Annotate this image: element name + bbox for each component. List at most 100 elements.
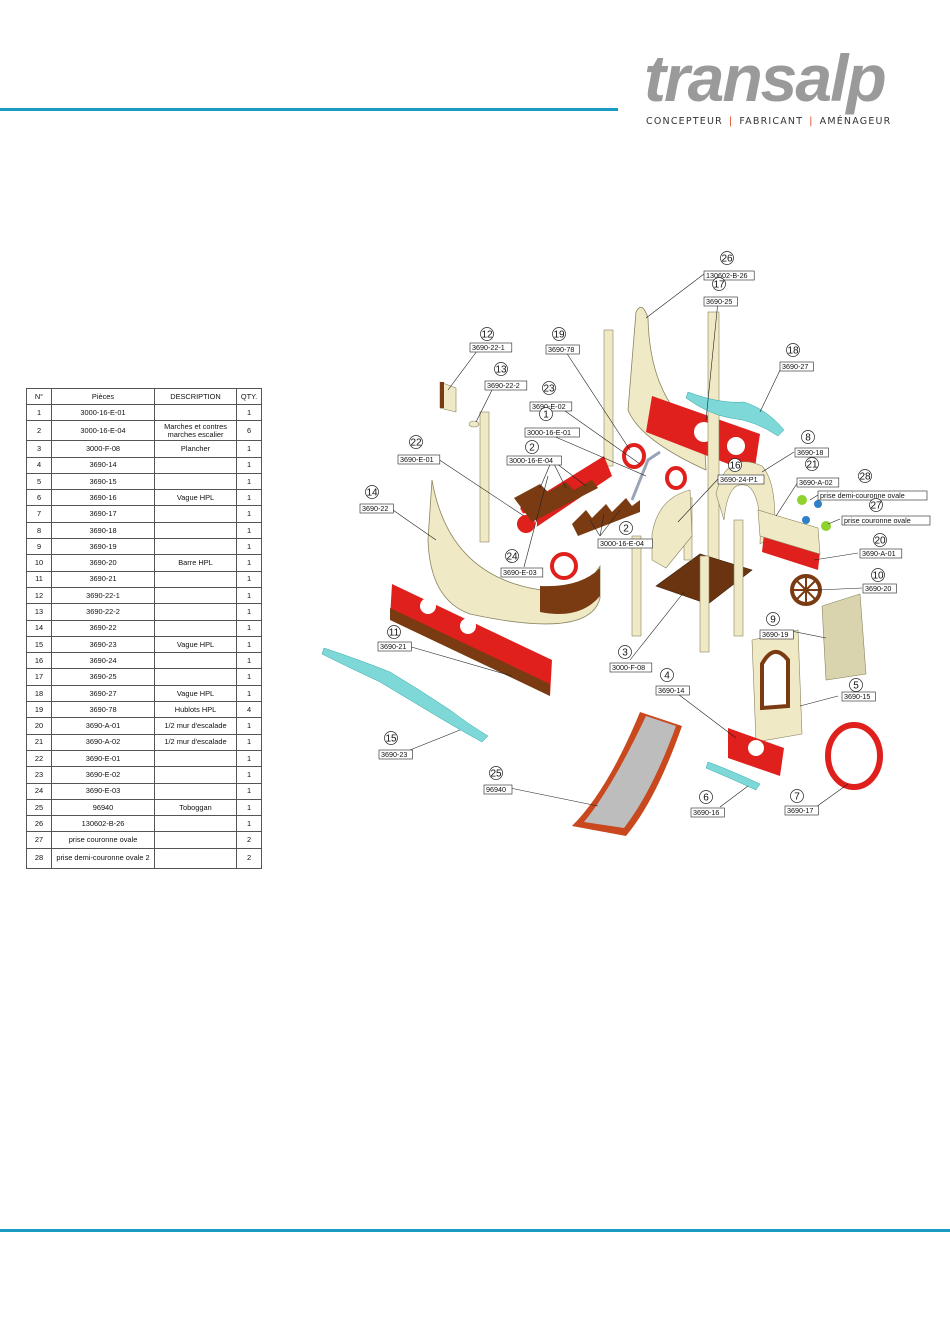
callout-label: 3690-E-01 [400, 455, 434, 464]
callout-circle [552, 327, 566, 341]
callout-label: 3690-18 [797, 448, 823, 457]
callout-label-box [359, 503, 394, 514]
callout-label-box [794, 447, 829, 458]
callout-circle [618, 645, 632, 659]
callout-number: 16 [729, 460, 741, 471]
part-24-porthole [550, 552, 578, 580]
part-12-stripe [440, 382, 444, 408]
tower-post [631, 535, 642, 637]
post-12 [479, 411, 490, 543]
header-rule [0, 108, 618, 111]
cell-piece: prise couronne ovale [51, 831, 155, 849]
part-4-cutout [748, 740, 764, 756]
callout-label-box [703, 270, 755, 281]
callout-number: 4 [664, 670, 670, 681]
callout-label-box [717, 474, 765, 485]
callout-number: 17 [713, 279, 725, 290]
callout-label: 3690-15 [844, 692, 870, 701]
callout: 8 3690-18 [794, 430, 829, 458]
part-25-slide-bed [584, 716, 676, 828]
cell-qty: 1 [236, 403, 262, 422]
callout-label: 3690-27 [782, 362, 808, 371]
brand-logo: transalp CONCEPTEUR|FABRICANT|AMÉNAGEUR [640, 40, 910, 130]
callout-label-box [524, 427, 580, 438]
callout-label: 3690-23 [381, 750, 407, 759]
cell-qty: 1 [236, 749, 262, 768]
callout-label: 96940 [486, 785, 506, 794]
callout-circle [720, 251, 734, 265]
callout-label-box [655, 685, 690, 696]
callout-circle [480, 327, 494, 341]
callout-number: 6 [703, 792, 709, 803]
callout-number: 5 [853, 680, 859, 691]
callout-circle [849, 678, 863, 692]
callout-number: 18 [787, 345, 799, 356]
cell-piece: prise demi-couronne ovale 2 [51, 847, 155, 869]
tagline-separator: | [728, 116, 734, 127]
callout-number: 8 [805, 432, 811, 443]
callout-circle [409, 435, 423, 449]
callout-label-box [779, 361, 814, 372]
callout-label: prise couronne ovale [844, 516, 911, 525]
callout: 6 3690-16 [690, 790, 725, 818]
part-17-cutout [727, 437, 745, 455]
callout-circle [660, 668, 674, 682]
part-21-climbing-wall [757, 509, 821, 555]
post-left [603, 329, 614, 467]
callout-label: 3690-22-2 [487, 381, 520, 390]
callout-circle [801, 430, 815, 444]
logo-tagline: CONCEPTEUR|FABRICANT|AMÉNAGEUR [646, 116, 891, 127]
callout-circle [871, 568, 885, 582]
callout-label: 3690-22 [362, 504, 388, 513]
post-center [707, 311, 720, 573]
callout-number: 14 [366, 487, 378, 498]
callout-label: 3690-21 [380, 642, 406, 651]
callout-circle [790, 789, 804, 803]
callout-label: 3690-16 [693, 808, 719, 817]
callout-number: 10 [872, 570, 884, 581]
callout-label: 3690-17 [787, 806, 813, 815]
callout-number: 24 [506, 551, 518, 562]
part-20-climbing-wall [762, 534, 820, 570]
part-1-stair-treads [514, 480, 598, 522]
callout-label: 3690-E-02 [532, 402, 566, 411]
part-11-stripe [390, 608, 550, 696]
callout-circle [494, 362, 508, 376]
tower-post [733, 519, 744, 637]
callout-number: 7 [794, 791, 800, 802]
callout-circle [387, 625, 401, 639]
callout-circle [699, 790, 713, 804]
part-27-hold-green [821, 521, 831, 531]
cell-qty: 4 [236, 701, 262, 719]
tagline-word: FABRICANT [739, 116, 804, 127]
part-1-handrail [630, 450, 661, 501]
callout-circle [384, 731, 398, 745]
callout-label: 3690-19 [762, 630, 788, 639]
callout-number: 27 [870, 500, 882, 511]
part-18-wave [685, 391, 785, 437]
callout-label-box [862, 583, 897, 594]
part-28-hold-blue [814, 500, 822, 508]
callout-label-box [378, 749, 413, 760]
callout-label-box [690, 807, 725, 818]
callout-number: 2 [529, 442, 535, 453]
